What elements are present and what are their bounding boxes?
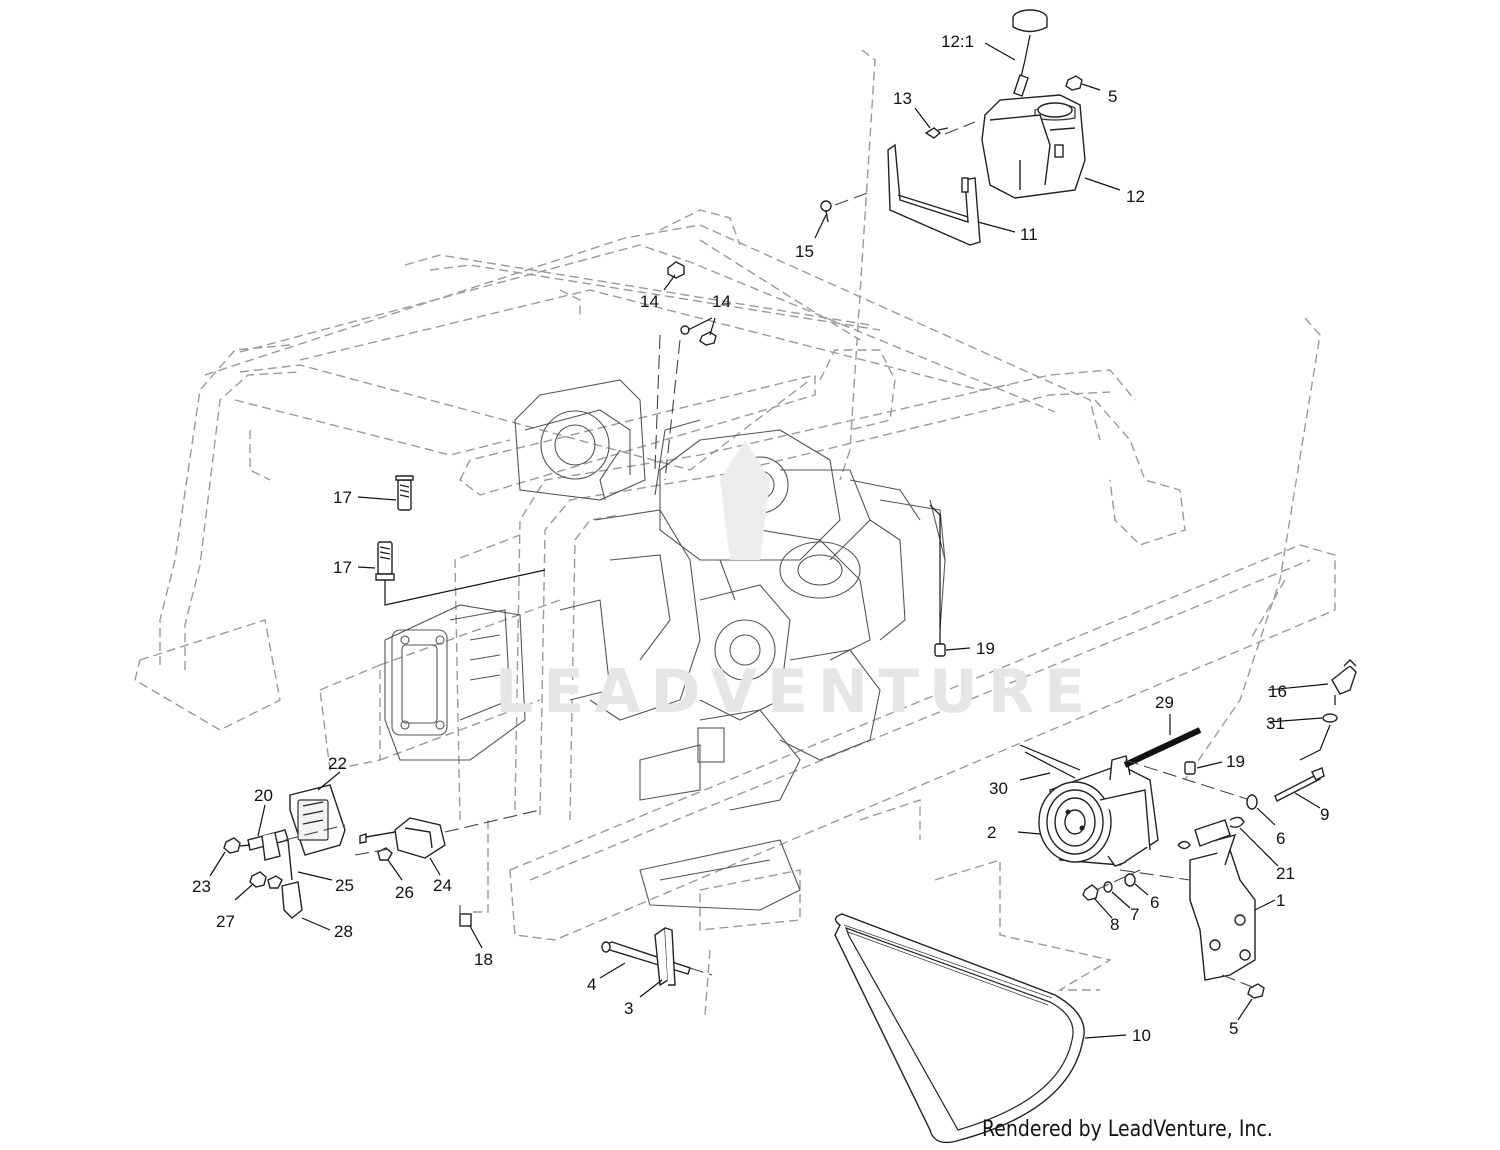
callout-31: 31 xyxy=(1266,714,1285,733)
callout-23: 23 xyxy=(192,877,211,896)
callout-1: 1 xyxy=(1276,891,1285,910)
callout-9: 9 xyxy=(1320,805,1329,824)
callout-28: 28 xyxy=(334,922,353,941)
callout-6: 6 xyxy=(1150,893,1159,912)
callout-27: 27 xyxy=(216,912,235,931)
callout-14: 14 xyxy=(640,292,659,311)
credit-text: Rendered by LeadVenture, Inc. xyxy=(982,1117,1273,1142)
callout-29: 29 xyxy=(1155,693,1174,712)
callout-6: 6 xyxy=(1276,829,1285,848)
callout-13: 13 xyxy=(893,89,912,108)
relay-bracket-group xyxy=(223,784,541,927)
callout-26: 26 xyxy=(395,883,414,902)
callout-19: 19 xyxy=(976,639,995,658)
callout-5: 5 xyxy=(1229,1019,1238,1038)
callout-30: 30 xyxy=(989,779,1008,798)
callout-12-1: 12:1 xyxy=(941,32,974,51)
compressor-bracket xyxy=(1082,659,1357,999)
callout-19: 19 xyxy=(1226,752,1245,771)
callout-14: 14 xyxy=(712,292,731,311)
tank-bracket xyxy=(887,143,981,246)
callouts: 12:1 5 13 12 11 15 14 14 17 17 19 16 31 … xyxy=(192,32,1329,1045)
coolant-tank xyxy=(981,9,1086,199)
chassis-frame xyxy=(134,49,1336,1016)
callout-8: 8 xyxy=(1110,915,1119,934)
callout-15: 15 xyxy=(795,242,814,261)
pin-bracket xyxy=(601,926,713,987)
callout-17: 17 xyxy=(333,488,352,507)
callout-11: 11 xyxy=(1020,225,1038,244)
callout-21: 21 xyxy=(1276,864,1295,883)
watermark: LEADVENTURE xyxy=(495,440,1095,727)
callout-10: 10 xyxy=(1132,1026,1151,1045)
watermark-text: LEADVENTURE xyxy=(495,657,1095,727)
callout-16: 16 xyxy=(1268,682,1287,701)
fittings-17-19 xyxy=(375,475,1196,775)
callout-20: 20 xyxy=(254,786,273,805)
fasteners-top xyxy=(654,75,1083,481)
callout-25: 25 xyxy=(335,876,354,895)
ac-compressor xyxy=(1019,727,1202,867)
callout-22: 22 xyxy=(328,754,347,773)
callout-3: 3 xyxy=(624,999,633,1018)
leader-lines xyxy=(209,42,1329,1039)
engine-assembly xyxy=(384,379,946,911)
callout-7: 7 xyxy=(1130,905,1139,924)
callout-18: 18 xyxy=(474,950,493,969)
callout-24: 24 xyxy=(433,876,452,895)
callout-12: 12 xyxy=(1126,187,1145,206)
drive-belt xyxy=(834,913,1085,1144)
callout-5: 5 xyxy=(1108,87,1117,106)
callout-17: 17 xyxy=(333,558,352,577)
callout-4: 4 xyxy=(587,975,596,994)
callout-2: 2 xyxy=(987,823,996,842)
